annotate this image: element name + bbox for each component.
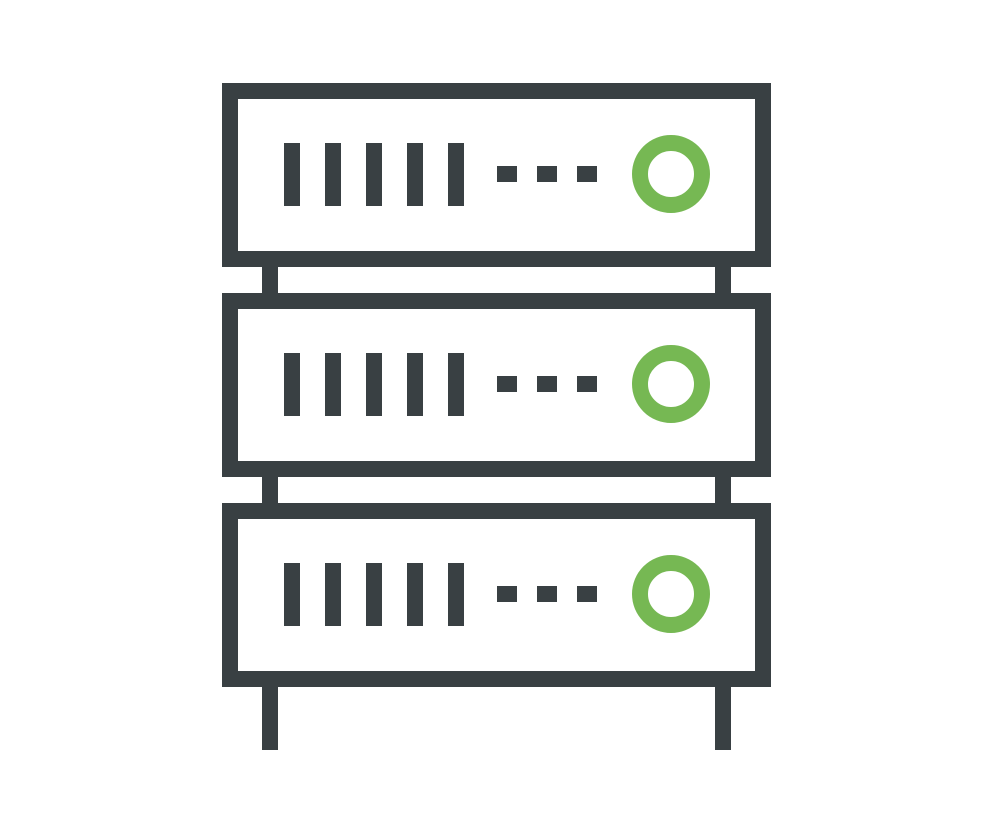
drive-bay xyxy=(407,353,423,416)
indicator-dash xyxy=(577,166,597,182)
status-led-icon xyxy=(632,555,710,633)
drive-bay xyxy=(448,143,464,206)
server-unit-3 xyxy=(222,503,771,687)
server-unit-1 xyxy=(222,83,771,267)
drive-bay xyxy=(325,563,341,626)
server-chassis xyxy=(222,293,771,477)
server-chassis xyxy=(222,503,771,687)
drive-bay xyxy=(325,353,341,416)
indicator-dash xyxy=(577,586,597,602)
drive-bay xyxy=(284,353,300,416)
status-led-icon xyxy=(632,135,710,213)
indicator-dash xyxy=(537,586,557,602)
drive-bay xyxy=(366,563,382,626)
indicator-dash xyxy=(537,166,557,182)
drive-bay xyxy=(284,143,300,206)
server-unit-2 xyxy=(222,293,771,477)
server-chassis xyxy=(222,83,771,267)
drive-bay xyxy=(366,143,382,206)
indicator-dash xyxy=(497,586,517,602)
indicator-dash xyxy=(497,376,517,392)
indicator-dash xyxy=(497,166,517,182)
indicator-dash xyxy=(577,376,597,392)
server-units xyxy=(222,83,771,687)
drive-bay xyxy=(448,353,464,416)
drive-bay xyxy=(366,353,382,416)
drive-bay xyxy=(448,563,464,626)
drive-bay xyxy=(325,143,341,206)
drive-bay xyxy=(407,143,423,206)
drive-bay xyxy=(407,563,423,626)
indicator-dash xyxy=(537,376,557,392)
drive-bay xyxy=(284,563,300,626)
status-led-icon xyxy=(632,345,710,423)
